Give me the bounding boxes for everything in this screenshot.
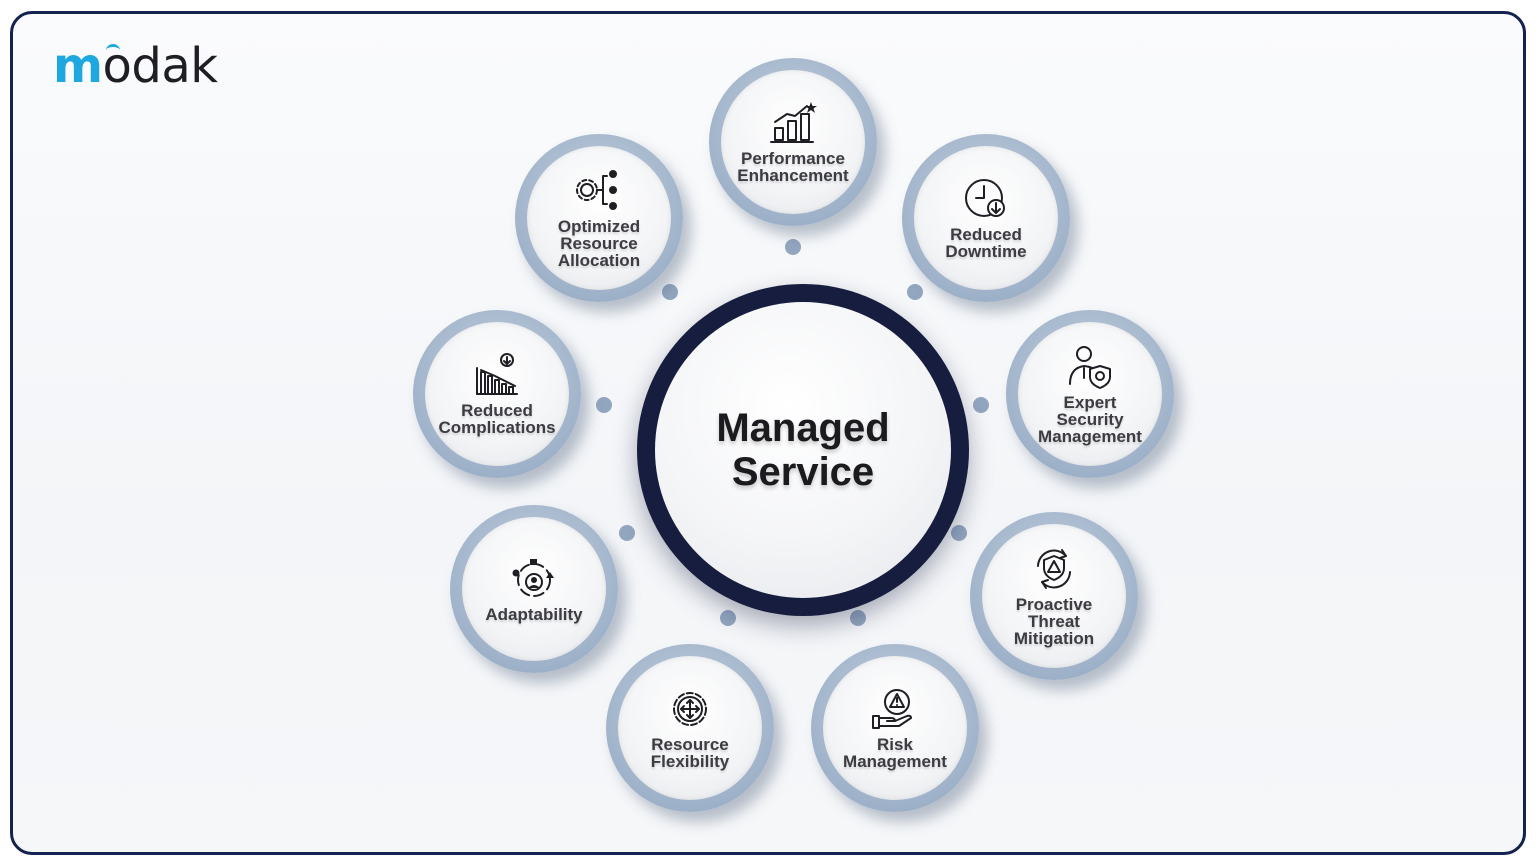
node-face: Risk Management: [823, 656, 967, 800]
node-face: Adaptability: [462, 517, 606, 661]
gear-arrows-icon: [673, 692, 707, 726]
node-resource-flexibility: Resource Flexibility: [606, 644, 774, 812]
clock-download-icon: [965, 179, 1005, 217]
node-reduced-downtime: Reduced Downtime: [902, 134, 1070, 302]
node-label: Performance Enhancement: [737, 149, 849, 185]
node-reduced-complications: Reduced Complications: [413, 310, 581, 478]
connector-dot: [619, 525, 635, 541]
connector-dot: [785, 239, 801, 255]
declining-chart-icon: [476, 353, 518, 395]
connector-dot: [907, 284, 923, 300]
connector-dot: [662, 284, 678, 300]
node-risk-management: Risk Management: [811, 644, 979, 812]
adaptability-cycle-icon: [512, 558, 554, 597]
threat-shield-icon: [1037, 548, 1071, 589]
node-expert-security-management: Expert Security Management: [1006, 310, 1174, 478]
node-face: Reduced Complications: [425, 322, 569, 466]
connector-dot: [596, 397, 612, 413]
connector-dot: [973, 397, 989, 413]
node-label: Expert Security Management: [1038, 392, 1142, 446]
connector-dot: [951, 525, 967, 541]
node-proactive-threat-mitigation: Proactive Threat Mitigation: [970, 512, 1138, 680]
gear-allocation-icon: [576, 169, 617, 210]
node-face: Resource Flexibility: [618, 656, 762, 800]
node-face: Performance Enhancement: [721, 70, 865, 214]
node-optimized-resource-allocation: Optimized Resource Allocation: [515, 134, 683, 302]
node-label: Proactive Threat Mitigation: [1013, 594, 1095, 648]
node-face: Proactive Threat Mitigation: [982, 524, 1126, 668]
risk-hand-icon: [872, 689, 912, 729]
connector-dot: [720, 610, 736, 626]
node-face: Reduced Downtime: [914, 146, 1058, 290]
node-label: Adaptability: [485, 604, 583, 624]
node-label: Reduced Downtime: [945, 225, 1027, 261]
connector-dot: [850, 610, 866, 626]
node-label: Resource Flexibility: [650, 735, 730, 771]
center-hub-label: Managed Service: [716, 406, 890, 494]
growth-chart-icon: [770, 102, 817, 143]
center-hub-face: Managed Service: [655, 302, 951, 598]
modak-logo: modak: [53, 38, 218, 94]
center-hub: Managed Service: [637, 284, 969, 616]
node-face: Expert Security Management: [1018, 322, 1162, 466]
node-label: Optimized Resource Allocation: [557, 216, 641, 270]
node-label: Risk Management: [843, 735, 947, 771]
node-label: Reduced Complications: [438, 401, 556, 437]
node-performance-enhancement: Performance Enhancement: [709, 58, 877, 226]
security-expert-icon: [1069, 345, 1111, 389]
infographic-frame: modak Managed Service Performance Enhanc…: [10, 11, 1526, 855]
node-adaptability: Adaptability: [450, 505, 618, 673]
node-face: Optimized Resource Allocation: [527, 146, 671, 290]
